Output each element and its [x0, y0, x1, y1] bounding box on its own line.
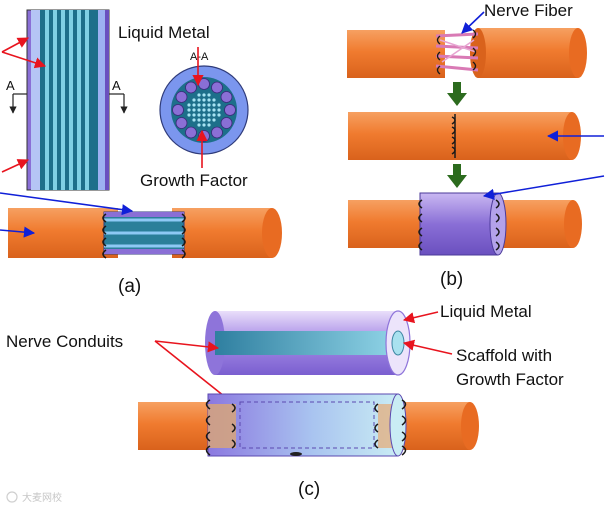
watermark: 大麦网校 [6, 491, 62, 504]
panel-b: Nerve Fiber [347, 1, 605, 290]
caption-c: (c) [298, 479, 320, 500]
liquid-metal-channel [185, 81, 197, 94]
liquid-metal-channel [220, 117, 233, 129]
growth-factor-dot [207, 103, 211, 107]
growth-factor-dot [212, 108, 216, 112]
growth-factor-dot [192, 98, 196, 102]
liquid-metal-channel [185, 126, 197, 139]
liquid-metal-channel [220, 91, 233, 103]
watermark-text: 大麦网校 [22, 491, 62, 504]
growth-factor-dot [202, 123, 206, 127]
panel-a: A A A-A Liquid Metal Growth Factor [0, 9, 282, 297]
growth-factor-dot [217, 108, 221, 112]
green-arrow-step-2 [447, 164, 467, 188]
section-label: A-A [190, 51, 209, 63]
growth-factor-dot [202, 93, 206, 97]
green-arrow-step-1 [447, 82, 467, 106]
growth-factor-dot [192, 113, 196, 117]
growth-factor-dot [217, 113, 221, 117]
growth-factor-dot [192, 103, 196, 107]
nerve-with-conduit-a [8, 208, 282, 259]
growth-factor-dot [202, 98, 206, 102]
growth-factor-dot [207, 98, 211, 102]
liquid-metal-channel [175, 91, 188, 103]
label-liquid-metal-a: Liquid Metal [118, 23, 210, 42]
growth-factor-dot [202, 108, 206, 112]
label-liquid-metal-c: Liquid Metal [440, 302, 532, 321]
growth-factor-dot [197, 108, 201, 112]
growth-factor-dot [197, 98, 201, 102]
blue-arrow-a-conduit [0, 192, 134, 216]
growth-factor-dot [197, 93, 201, 97]
blue-arrow-nerve-fiber [461, 11, 485, 34]
growth-factor-dot [187, 103, 191, 107]
growth-factor-dot [212, 113, 216, 117]
growth-factor-dot [217, 103, 221, 107]
nerve-with-big-conduit [138, 393, 479, 457]
growth-factor-dot [207, 118, 211, 122]
growth-factor-dot [192, 108, 196, 112]
growth-factor-dot [192, 118, 196, 122]
label-growth-factor: Growth Factor [140, 171, 248, 190]
growth-factor-dot [202, 103, 206, 107]
growth-factor-dot [207, 108, 211, 112]
panel-c: Liquid Metal Scaffold with Growth Factor… [6, 302, 564, 500]
growth-factor-dot [197, 103, 201, 107]
section-cut-marks: A A [6, 78, 128, 114]
growth-factor-dot [212, 98, 216, 102]
growth-factor-dot [207, 123, 211, 127]
caption-a: (a) [118, 276, 141, 297]
liquid-metal-channel [175, 117, 188, 129]
label-scaffold-line2: Growth Factor [456, 370, 564, 389]
growth-factor-dot [187, 113, 191, 117]
liquid-metal-channel [224, 104, 236, 116]
cut-label-right: A [112, 78, 121, 93]
conduit-tube [205, 310, 411, 376]
growth-factor-dot [212, 118, 216, 122]
growth-factor-dot [197, 123, 201, 127]
caption-b: (b) [440, 269, 463, 290]
label-nerve-conduits: Nerve Conduits [6, 332, 123, 351]
blue-arrow-wrap-conduit [482, 175, 605, 200]
cut-label-left: A [6, 78, 15, 93]
watermark-logo-icon [6, 491, 18, 503]
liquid-metal-channel [172, 104, 184, 116]
conduit-longitudinal-view [26, 9, 110, 191]
sutured-nerve [348, 112, 581, 160]
liquid-metal-channel [211, 81, 223, 94]
growth-factor-dot [212, 103, 216, 107]
blue-arrow-a-nerve [0, 226, 36, 238]
liquid-metal-channel [198, 78, 210, 90]
growth-factor-dot [202, 118, 206, 122]
cross-section-view: A-A [159, 51, 249, 155]
liquid-metal-channel [211, 126, 223, 139]
nerve-with-wrap-conduit [348, 192, 582, 256]
growth-factor-dot [197, 113, 201, 117]
liquid-metal-channel [198, 130, 210, 142]
growth-factor-dot [197, 118, 201, 122]
label-nerve-fiber: Nerve Fiber [484, 1, 573, 20]
growth-factor-dot [187, 108, 191, 112]
red-arrows-a [1, 37, 208, 173]
growth-factor-dot [202, 113, 206, 117]
label-scaffold-line1: Scaffold with [456, 346, 552, 365]
growth-factor-dot [207, 113, 211, 117]
severed-nerve [347, 28, 587, 78]
growth-factor-dot [207, 93, 211, 97]
